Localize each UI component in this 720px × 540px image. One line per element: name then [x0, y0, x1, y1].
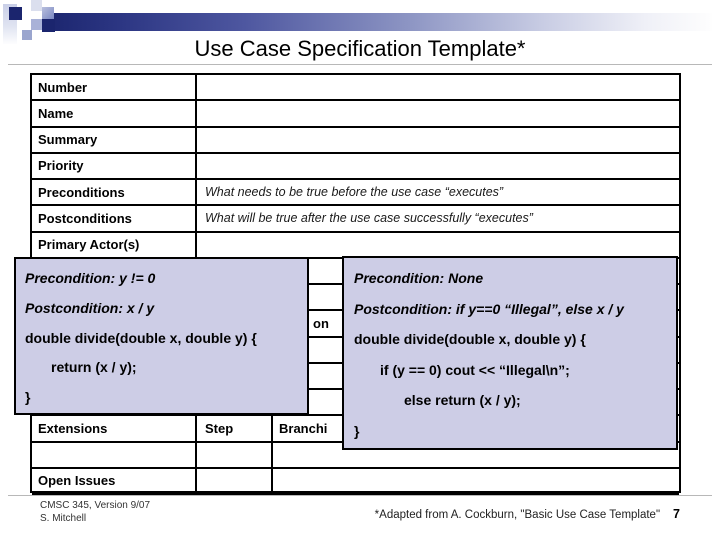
left-postcondition-line: Postcondition: x / y: [25, 299, 155, 316]
table-row-open-issues: Open Issues: [32, 468, 679, 495]
header-gradient-bar: [44, 13, 712, 31]
row-label-postconditions: Postconditions: [32, 206, 197, 231]
row-label-open-issues: Open Issues: [32, 468, 197, 493]
divide-example-callout-right: Precondition: None Postcondition: if y==…: [342, 256, 678, 450]
table-row-primary-actors: Primary Actor(s): [32, 232, 679, 259]
row-label-primary-actors: Primary Actor(s): [32, 232, 197, 257]
table-row-name: Name: [32, 101, 679, 128]
hidden-row-text-fragment: on: [313, 316, 329, 331]
footer-author-line: S. Mitchell: [40, 512, 87, 524]
left-code-return: return (x / y);: [51, 359, 137, 376]
left-code-signature: double divide(double x, double y) {: [25, 329, 257, 346]
decor-square-lavender: [31, 19, 42, 30]
extensions-step-header: Step: [197, 416, 273, 441]
decor-square-slate: [42, 7, 54, 19]
right-precondition-line: Precondition: None: [354, 270, 484, 286]
table-row-number: Number: [32, 75, 679, 102]
right-code-if: if (y == 0) cout << “Illegal\n”;: [380, 361, 570, 378]
row-value-postconditions: What will be true after the use case suc…: [205, 211, 533, 226]
table-row-postconditions: Postconditions What will be true after t…: [32, 206, 679, 233]
footer-credit-text: *Adapted from A. Cockburn, "Basic Use Ca…: [374, 509, 661, 521]
title-divider-line: [8, 64, 712, 65]
table-row-priority: Priority: [32, 153, 679, 180]
row-value-preconditions: What needs to be true before the use cas…: [205, 185, 504, 200]
slide-title: Use Case Specification Template*: [194, 36, 526, 61]
footer-course-line: CMSC 345, Version 9/07: [40, 500, 151, 511]
table-row-summary: Summary: [32, 127, 679, 154]
right-code-signature: double divide(double x, double y) {: [354, 331, 586, 348]
row-label-preconditions: Preconditions: [32, 180, 197, 205]
table-row-extensions-empty: [32, 442, 679, 469]
row-value-priority: [197, 154, 679, 178]
row-value-name: [197, 101, 679, 125]
footer-course-info: CMSC 345, Version 9/07 S. Mitchell: [40, 500, 150, 525]
left-code-closing-brace: }: [25, 389, 31, 406]
decor-square-light: [31, 0, 42, 11]
decor-square-navy: [9, 7, 22, 20]
decor-square-navy-2: [42, 19, 55, 32]
decor-square-small: [22, 30, 32, 40]
row-label-summary: Summary: [32, 127, 197, 152]
row-value-primary-actors: [197, 233, 679, 257]
footer-credit-area: *Adapted from A. Cockburn, "Basic Use Ca…: [375, 507, 680, 521]
slide-page-number: 7: [673, 507, 680, 521]
row-label-number: Number: [32, 75, 197, 100]
row-label-name: Name: [32, 101, 197, 126]
left-precondition-line: Precondition: y != 0: [25, 270, 156, 286]
divide-example-callout-left: Precondition: y != 0 Postcondition: x / …: [14, 257, 309, 415]
footer-divider-line: [8, 495, 712, 496]
right-code-else: else return (x / y);: [404, 392, 521, 409]
row-label-extensions: Extensions: [32, 416, 197, 441]
extensions-branching-header: Branchi: [279, 420, 328, 436]
row-value-number: [197, 75, 679, 99]
table-row-preconditions: Preconditions What needs to be true befo…: [32, 180, 679, 207]
row-value-summary: [197, 128, 679, 152]
row-label-priority: Priority: [32, 153, 197, 178]
right-postcondition-line: Postcondition: if y==0 “Illegal”, else x…: [354, 300, 624, 317]
right-code-closing-brace: }: [354, 422, 360, 439]
